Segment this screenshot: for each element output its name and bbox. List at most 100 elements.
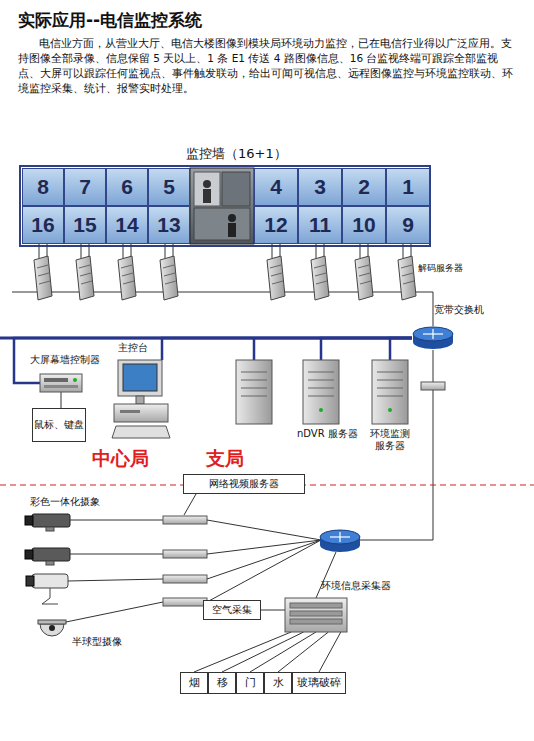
sensor-box: 烟 [180, 672, 208, 694]
connector-line [319, 632, 341, 672]
node-text: 6 [107, 169, 147, 205]
video-cable [316, 244, 317, 258]
rack-bay [290, 611, 342, 616]
node-text: 5 [149, 169, 189, 205]
video-cable [403, 244, 404, 258]
decoder-slot [270, 265, 281, 268]
monitor-screen: 16 [22, 206, 64, 244]
site-label: 支局 [206, 447, 244, 470]
camera-lens [25, 550, 33, 559]
rack-body [285, 598, 347, 632]
node-text: 鼠标、键盘 [33, 409, 85, 441]
router-symbol [412, 326, 454, 350]
video-cable [81, 244, 82, 258]
server-bay [308, 380, 334, 381]
wall-label: 监控墙（16+1） [186, 146, 287, 162]
monitor-screen: 9 [386, 206, 430, 244]
decoder-slot [39, 281, 50, 284]
box-camera [32, 548, 70, 561]
server-tower: 环境监测服务器 [372, 360, 408, 424]
computer-symbol [112, 360, 170, 440]
video-scene [194, 208, 250, 240]
monitor-screen: 6 [106, 168, 148, 206]
server-body [372, 360, 408, 424]
decoder-server [76, 256, 94, 300]
decoder-slot [79, 265, 90, 268]
device-body [40, 374, 82, 392]
device-label: 主控台 [118, 342, 148, 354]
wall-controller: 大屏幕墙控制器 [40, 374, 82, 392]
node-text: 15 [65, 207, 105, 243]
site-label: 中心局 [92, 447, 149, 470]
decoder-slot [37, 265, 48, 268]
connector-line [278, 632, 328, 672]
sensor-box: 门 [236, 672, 264, 694]
decoder-bus [433, 292, 434, 326]
node-text: 12 [255, 207, 297, 243]
rack-symbol [285, 598, 347, 632]
video-scene [222, 172, 250, 206]
monitor-screen: 11 [298, 206, 342, 244]
server-body [303, 360, 339, 424]
dome-camera [40, 624, 64, 636]
dome-base [38, 620, 66, 624]
data-collector: 环境信息采集器 [285, 598, 347, 632]
node-text: 16 [23, 207, 63, 243]
video-encoder [163, 550, 207, 558]
broadband-switch: 宽带交换机 [412, 326, 454, 350]
device-panel [44, 385, 78, 388]
monitor-screen: 10 [342, 206, 386, 244]
sensor-box: 移 [208, 672, 236, 694]
box-camera [32, 514, 70, 527]
server-led [319, 408, 323, 412]
video-screen [190, 168, 254, 244]
decoder-slot [402, 273, 413, 276]
node-text: 网络视频服务器 [184, 475, 304, 493]
network-cable [207, 540, 321, 602]
decoder-server [34, 256, 52, 300]
node-text: 14 [107, 207, 147, 243]
monitor-screen: 14 [106, 206, 148, 244]
part-label: 彩色一体化摄象 [30, 496, 100, 508]
video-scene [194, 172, 220, 206]
video-cable [123, 244, 124, 258]
video-cable [70, 554, 163, 555]
decoder-slot [163, 265, 174, 268]
network-cable [207, 540, 321, 579]
device-label: 环境信息采集器 [321, 580, 391, 592]
network-drop [253, 338, 256, 360]
camera-lens [49, 625, 55, 631]
monitor-screen: 2 [342, 168, 386, 206]
decoder-slot [401, 265, 412, 268]
decoder-server [118, 256, 136, 300]
server-bay [308, 388, 334, 389]
device-symbol [40, 374, 82, 392]
camera-lens [25, 516, 33, 525]
node-text: 门 [237, 673, 263, 693]
monitor-screen: 3 [298, 168, 342, 206]
network-link [162, 338, 412, 360]
part-label: 解码服务器 [418, 263, 463, 274]
server-bay [377, 388, 403, 389]
decoder-slot [358, 265, 369, 268]
router-arrow [432, 329, 433, 339]
node-text: 10 [343, 207, 385, 243]
part-label: 半球型摄像 [72, 636, 122, 648]
node-text: 空气采集 [204, 601, 260, 619]
decoder-server [267, 256, 285, 300]
node-text: 13 [149, 207, 189, 243]
decoder-slot [316, 281, 327, 284]
network-switch [421, 382, 445, 390]
node-text: 9 [387, 207, 429, 243]
decoder-slot [271, 273, 282, 276]
node-text: 玻璃破碎 [293, 673, 345, 693]
decoder-slot [165, 281, 176, 284]
node-text: 1 [387, 169, 429, 205]
video-cable [39, 244, 40, 258]
decoder-slot [164, 273, 175, 276]
server-bay [308, 396, 334, 397]
decoder-slot [123, 281, 134, 284]
monitor-stand [136, 396, 144, 404]
drive-slot [120, 410, 140, 413]
